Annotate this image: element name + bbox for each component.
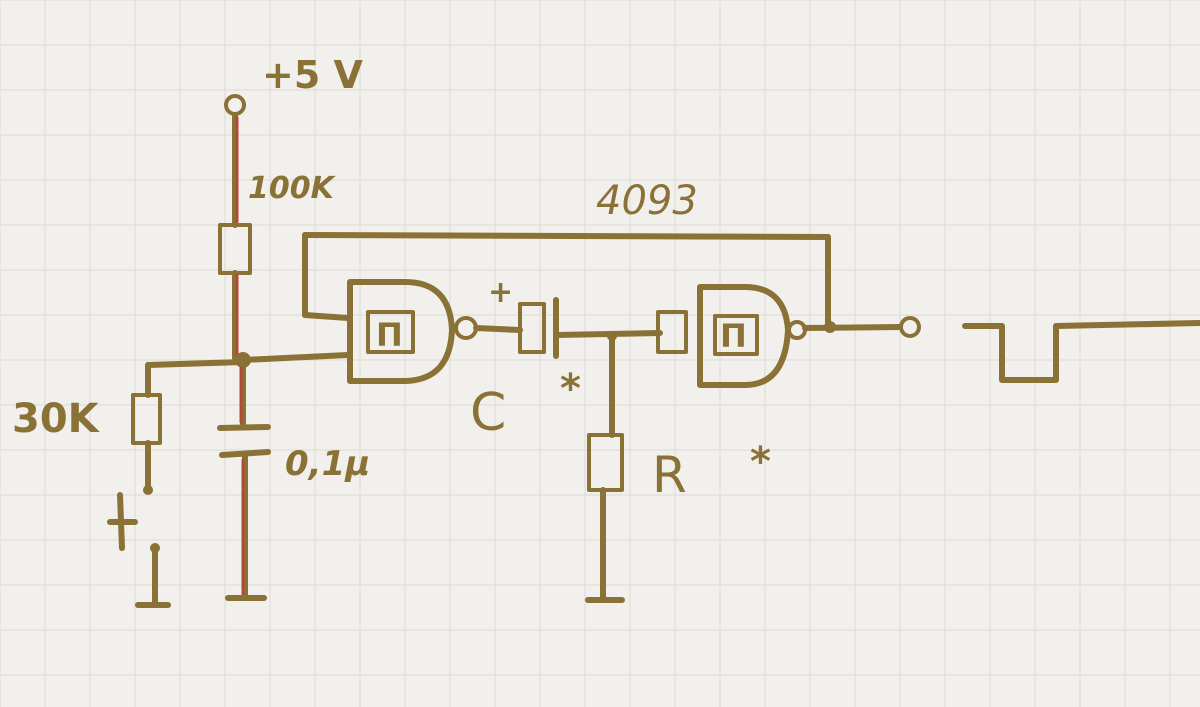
supply-rail — [224, 94, 246, 228]
label-resistor-pullup: 100K — [248, 171, 337, 206]
label-supply: +5 V — [262, 53, 364, 97]
label-resistor-r: R — [652, 446, 687, 504]
label-capacitor-input: 0,1µ — [285, 444, 370, 484]
capacitor-c — [518, 302, 546, 354]
label-ic: 4093 — [596, 178, 698, 224]
label-capacitor-c: C — [470, 383, 506, 443]
gate-2-schmitt-symbol: Π — [720, 317, 747, 355]
resistor-switch — [131, 393, 162, 445]
nand-gate-1 — [347, 279, 455, 384]
switch-contact-top — [143, 485, 153, 495]
label-capacitor-plus: + — [488, 275, 513, 310]
feedback-wire — [302, 232, 831, 240]
gate-1-schmitt-symbol: Π — [376, 316, 403, 354]
node-output — [824, 321, 836, 333]
label-capacitor-c-mark: * — [560, 366, 581, 412]
gate-2-bubble — [787, 320, 807, 340]
gate-2-input-stub — [656, 310, 688, 354]
supply-terminal — [224, 94, 246, 116]
label-resistor-r-mark: * — [750, 439, 771, 485]
schmitt-symbol-2-box — [713, 314, 759, 356]
output-waveform — [962, 320, 1200, 383]
label-resistor-switch: 30K — [12, 396, 101, 442]
schmitt-symbol-1-box — [366, 310, 415, 354]
capacitor-input-plate-top — [217, 424, 271, 431]
resistor-r — [587, 433, 624, 492]
output-terminal — [899, 316, 921, 338]
